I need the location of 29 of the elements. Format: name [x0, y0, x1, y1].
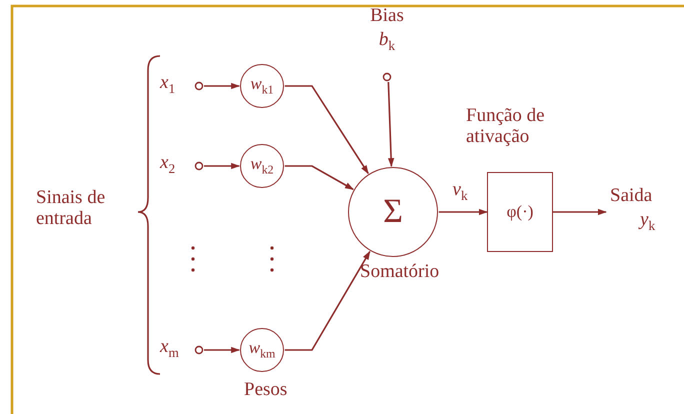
weight-circle — [240, 328, 284, 372]
arrow — [284, 165, 354, 190]
group-label: Pesos — [244, 380, 288, 401]
weight-symbol: w$_{k2}$ — [250, 155, 274, 177]
group-label: Sinais de entrada — [36, 188, 106, 230]
input-symbol: x$_{m}$ — [160, 337, 179, 360]
node-label: Bias — [369, 6, 405, 27]
node-label: Saida — [610, 186, 652, 207]
arrow — [438, 208, 488, 216]
arrow — [204, 82, 240, 90]
arrow — [388, 82, 394, 168]
weight-symbol: w$_{km}$ — [248, 339, 276, 361]
node-heading: Função de ativação — [466, 106, 546, 148]
activation-box — [487, 172, 553, 252]
input-symbol: x$_{1}$ — [160, 73, 176, 96]
weight-circle — [240, 64, 284, 108]
arrow — [204, 162, 240, 170]
node-caption: Somatório — [360, 262, 440, 283]
output-symbol: y$_{k}$ — [640, 210, 656, 234]
sigma-symbol: Σ — [383, 193, 403, 231]
arrow — [204, 346, 240, 354]
bias-symbol: b$_{k}$ — [378, 30, 396, 54]
input-symbol: x$_{2}$ — [160, 153, 176, 176]
arrow — [284, 250, 370, 351]
arrow — [553, 208, 607, 216]
weight-circle — [240, 144, 284, 188]
arrow — [284, 85, 369, 174]
weight-symbol: w$_{k1}$ — [250, 75, 274, 97]
function-symbol: φ(·) — [506, 202, 534, 222]
